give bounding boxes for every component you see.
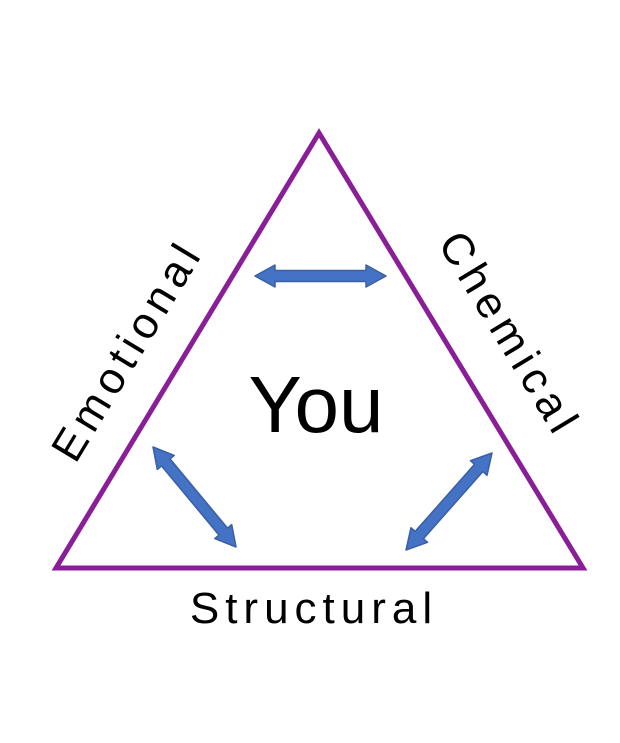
center-label: You xyxy=(249,360,384,449)
arrow-emotional-structural xyxy=(152,446,237,548)
arrow-chemical-structural xyxy=(405,452,493,551)
triangle-outline xyxy=(51,128,588,571)
arrow-emotional-chemical xyxy=(254,264,387,288)
side-label-chemical: Chemical xyxy=(429,223,591,446)
side-label-structural: Structural xyxy=(190,584,438,633)
